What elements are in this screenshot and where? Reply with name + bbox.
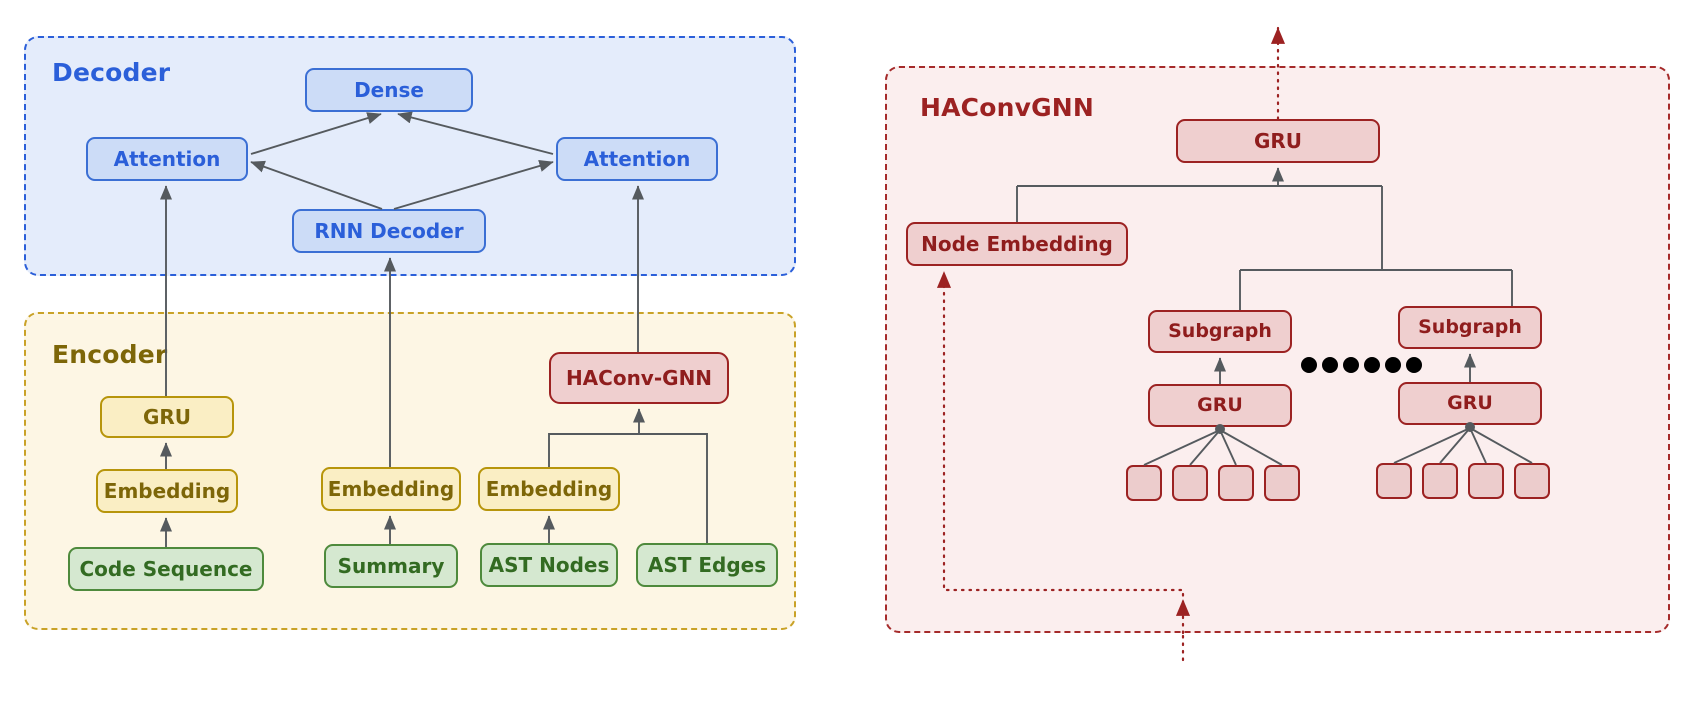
decoder-node-dense[interactable]: Dense [305,68,473,112]
encoder-input-summary[interactable]: Summary [324,544,458,588]
haconvgnn-leaf-node[interactable] [1468,463,1504,499]
encoder-panel-title: Encoder [52,340,168,369]
haconvgnn-leaf-node[interactable] [1514,463,1550,499]
decoder-node-attention-left[interactable]: Attention [86,137,248,181]
encoder-node-embedding-summary[interactable]: Embedding [321,467,461,511]
encoder-input-ast-nodes[interactable]: AST Nodes [480,543,618,587]
haconvgnn-node-gru-top[interactable]: GRU [1176,119,1380,163]
encoder-node-haconv-gnn[interactable]: HAConv-GNN [549,352,729,404]
decoder-node-rnn-decoder[interactable]: RNN Decoder [292,209,486,253]
encoder-input-ast-edges[interactable]: AST Edges [636,543,778,587]
haconvgnn-node-subgraph-right[interactable]: Subgraph [1398,306,1542,349]
haconvgnn-leaf-node[interactable] [1264,465,1300,501]
haconvgnn-leaf-node[interactable] [1422,463,1458,499]
haconvgnn-panel-title: HAConvGNN [920,93,1095,122]
haconvgnn-node-gru-right[interactable]: GRU [1398,382,1542,425]
haconvgnn-node-gru-left[interactable]: GRU [1148,384,1292,427]
haconvgnn-node-subgraph-left[interactable]: Subgraph [1148,310,1292,353]
decoder-panel-title: Decoder [52,58,171,87]
haconvgnn-node-node-embedding[interactable]: Node Embedding [906,222,1128,266]
encoder-node-gru[interactable]: GRU [100,396,234,438]
haconvgnn-leaf-node[interactable] [1376,463,1412,499]
encoder-node-embedding-ast[interactable]: Embedding [478,467,620,511]
decoder-node-attention-right[interactable]: Attention [556,137,718,181]
encoder-input-code-sequence[interactable]: Code Sequence [68,547,264,591]
haconvgnn-leaf-node[interactable] [1218,465,1254,501]
haconvgnn-leaf-node[interactable] [1126,465,1162,501]
encoder-node-embedding-code[interactable]: Embedding [96,469,238,513]
haconvgnn-leaf-node[interactable] [1172,465,1208,501]
